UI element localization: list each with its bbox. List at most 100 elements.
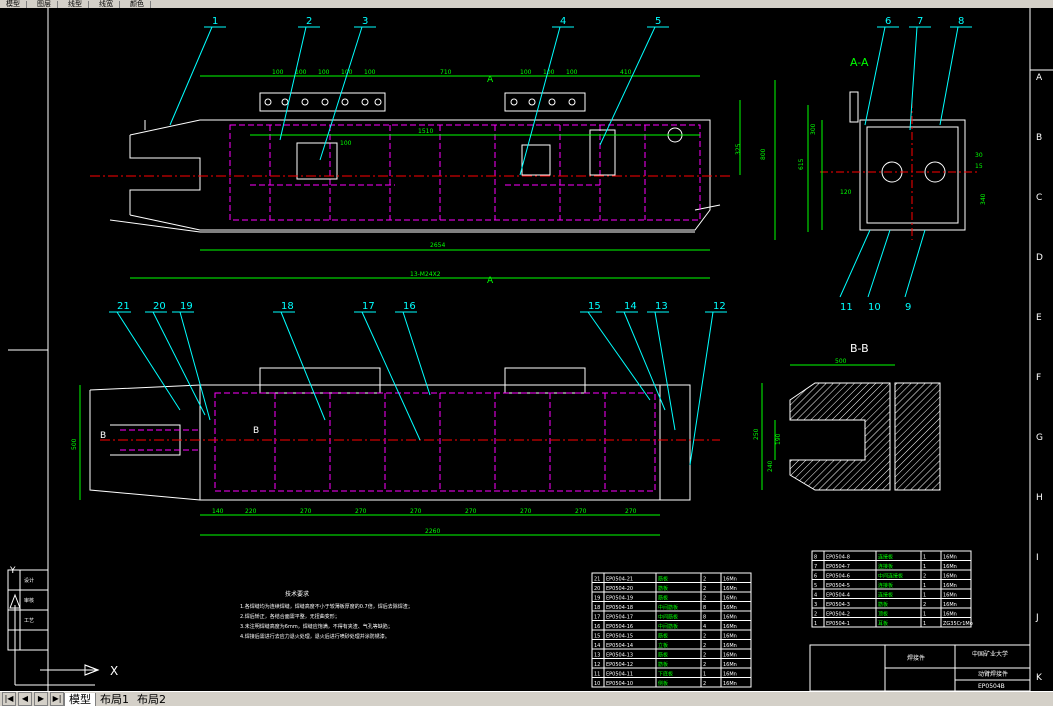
leader-line [839, 229, 871, 298]
toolbar-item[interactable]: 线宽 [93, 0, 120, 8]
svg-text:410: 410 [620, 69, 632, 76]
svg-text:270: 270 [625, 508, 637, 515]
tab-layout1[interactable]: 布局1 [100, 692, 129, 706]
grid-letter: A [1036, 73, 1043, 83]
title-school: 中国矿业大学 [972, 650, 1008, 658]
bom-cell: 连接板 [878, 592, 893, 599]
bom-cell: EP0504-21 [606, 577, 633, 583]
bom-cell: 筋板 [658, 595, 668, 602]
bom-cell: 16Mn [943, 602, 957, 608]
item-balloon: 18 [281, 301, 294, 312]
grid-letter: F [1036, 373, 1041, 383]
grid-letter: E [1036, 313, 1042, 323]
item-balloon: 16 [403, 301, 416, 312]
bom-cell: 2 [703, 662, 706, 668]
svg-text:审核: 审核 [24, 597, 34, 604]
leader-line [623, 311, 666, 411]
svg-text:Y: Y [9, 566, 16, 576]
bom-cell: EP0504-16 [606, 624, 633, 630]
bolt-hole [528, 98, 536, 106]
bom-cell: 筋板 [658, 585, 668, 592]
front-view: 2654 13-M24X2 710 1510 100 410 800 325 1… [90, 69, 776, 286]
title-drawing-name: 焊接件 [907, 654, 925, 662]
item-balloon: 2 [306, 16, 312, 27]
toolbar-item[interactable]: 模型 [0, 0, 27, 8]
svg-text:270: 270 [355, 508, 367, 515]
bom-cell: 2 [703, 643, 706, 649]
item-balloon: 4 [560, 16, 566, 27]
leader-line [689, 311, 714, 466]
leader-line [939, 26, 959, 126]
bom-cell: EP0504-12 [606, 662, 633, 668]
svg-text:100: 100 [295, 69, 307, 76]
bom-cell: 中间筋板 [658, 623, 678, 630]
prev-tab-button[interactable]: ◀ [18, 692, 32, 706]
bolt-hole [568, 98, 576, 106]
bom-cell: EP0504-11 [606, 672, 633, 678]
tab-model[interactable]: 模型 [64, 692, 96, 706]
item-balloon: 8 [958, 16, 964, 27]
bom-cell: 8 [814, 555, 817, 561]
bom-cell: 2 [923, 574, 926, 580]
plan-view: 140 220 270 270 270 270 270 270 270 2260… [71, 367, 720, 536]
bolt-hole [374, 98, 382, 106]
toolbar-item[interactable]: 图层 [31, 0, 58, 8]
bom-cell: 1 [923, 583, 926, 589]
bom-cell: 11 [594, 672, 600, 678]
next-tab-button[interactable]: ▶ [34, 692, 48, 706]
bom-cell: 1 [923, 564, 926, 570]
svg-text:2260: 2260 [425, 528, 440, 535]
tab-layout2[interactable]: 布局2 [137, 692, 166, 706]
leader-line [909, 26, 918, 131]
bom-cell: 1 [923, 612, 926, 618]
svg-text:270: 270 [300, 508, 312, 515]
svg-text:270: 270 [520, 508, 532, 515]
bom-cell: 16Mn [943, 593, 957, 599]
bom-cell: EP0504-3 [826, 602, 850, 608]
bom-cell: EP0504-5 [826, 583, 850, 589]
svg-text:15: 15 [975, 163, 983, 170]
toolbar-item[interactable]: 线型 [62, 0, 89, 8]
grid-letter: K [1036, 673, 1043, 683]
svg-text:325: 325 [735, 143, 742, 155]
item-balloon: 9 [905, 302, 911, 313]
bolt-hole [264, 98, 272, 106]
leader-line [169, 26, 213, 126]
item-balloon: 7 [917, 16, 923, 27]
leader-line [179, 311, 211, 421]
toolbar-item[interactable]: 颜色 [124, 0, 151, 8]
svg-text:13-M24X2: 13-M24X2 [410, 271, 441, 278]
bom-cell: 16Mn [723, 624, 737, 630]
bom-cell: 16Mn [723, 634, 737, 640]
bom-cell: 8 [703, 605, 706, 611]
leader-line [279, 26, 307, 141]
bom-cell: EP0504-17 [606, 615, 633, 621]
bom-cell: 筋板 [878, 601, 888, 608]
section-marker-b-left: B [100, 431, 106, 441]
bom-cell: EP0504-1 [826, 621, 850, 627]
bom-cell: 2 [703, 586, 706, 592]
bom-cell: 筋板 [658, 576, 668, 583]
leader-line [587, 311, 651, 401]
bolt-hole [510, 98, 518, 106]
first-tab-button[interactable]: |◀ [2, 692, 16, 706]
grid-letter: B [1036, 133, 1042, 143]
bom-cell: EP0504-18 [606, 605, 633, 611]
leader-line [319, 26, 363, 161]
svg-text:190: 190 [775, 433, 782, 445]
bom-cell: 16Mn [723, 615, 737, 621]
section-bb-label: B-B [850, 342, 869, 355]
bom-cell: 筋板 [658, 661, 668, 668]
bom-cell: 16Mn [723, 577, 737, 583]
leader-line [116, 311, 181, 411]
bom-cell: EP0504-19 [606, 596, 633, 602]
svg-text:800: 800 [760, 148, 767, 160]
bom-cell: 16Mn [723, 596, 737, 602]
section-aa-label: A-A [850, 56, 869, 69]
bolt-hole [361, 98, 369, 106]
svg-text:100: 100 [566, 69, 578, 76]
last-tab-button[interactable]: ▶| [50, 692, 64, 706]
